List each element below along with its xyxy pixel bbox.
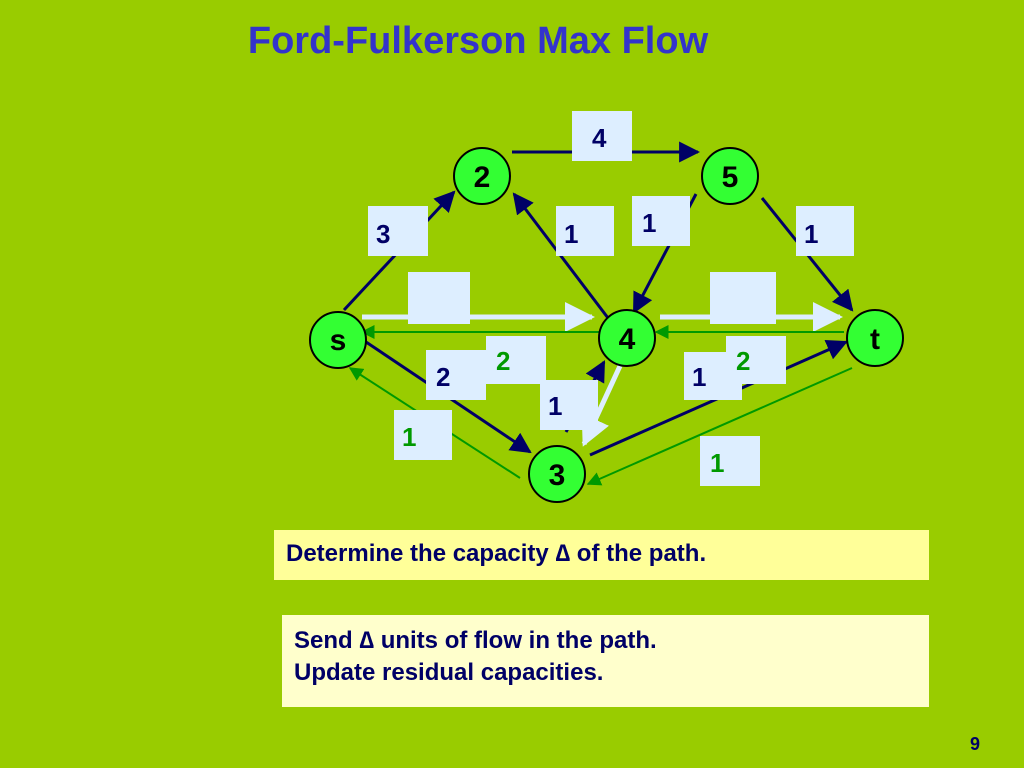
cap-label-3-s: 1 xyxy=(394,410,452,460)
node-label-t: t xyxy=(870,323,880,356)
cap-label-4-2: 1 xyxy=(556,206,614,256)
node-label-3: 3 xyxy=(549,459,566,492)
cap-text-3-s: 1 xyxy=(402,422,416,452)
cap-label-path-4-t xyxy=(710,272,776,324)
cap-label-path-s-4 xyxy=(408,272,470,324)
cap-label-5-t: 1 xyxy=(796,206,854,256)
cap-text-t-4: 2 xyxy=(736,346,750,376)
cap-text-3-4: 1 xyxy=(548,391,562,421)
cap-text-4-2: 1 xyxy=(564,219,578,249)
cap-label-4-s: 2 xyxy=(486,336,546,384)
cap-text-5-t: 1 xyxy=(804,219,818,249)
node-4: 4 xyxy=(598,309,656,367)
cap-text-s-3: 2 xyxy=(436,362,450,392)
cap-label-3-4: 1 xyxy=(540,380,598,430)
send-instruction-line-1: Send ∆ units of flow in the path. xyxy=(294,627,657,654)
cap-text-4-s: 2 xyxy=(496,346,510,376)
cap-label-s-2: 3 xyxy=(368,206,428,256)
node-label-5: 5 xyxy=(722,161,739,194)
node-s: s xyxy=(309,311,367,369)
node-5: 5 xyxy=(701,147,759,205)
path-edge-4-3 xyxy=(581,364,623,447)
node-2: 2 xyxy=(453,147,511,205)
send-instruction-line-2: Update residual capacities. xyxy=(294,659,604,686)
cap-text-s-2: 3 xyxy=(376,219,390,249)
node-label-s: s xyxy=(330,324,347,357)
cap-label-5-4: 1 xyxy=(632,196,690,246)
node-3: 3 xyxy=(528,445,586,503)
slide-title: Ford-Fulkerson Max Flow xyxy=(247,20,709,62)
cap-text-t-3: 1 xyxy=(710,448,724,478)
cap-text-2-5: 4 xyxy=(592,123,607,153)
capacity-instruction-box: Determine the capacity ∆ of the path. xyxy=(274,530,929,580)
node-label-4: 4 xyxy=(619,323,636,356)
cap-label-t-4: 2 xyxy=(726,336,786,384)
cap-label-s-3: 2 xyxy=(426,350,486,400)
node-label-2: 2 xyxy=(474,161,491,194)
cap-text-4-t: 1 xyxy=(692,362,706,392)
page-number: 9 xyxy=(969,734,980,754)
send-instruction-box: Send ∆ units of flow in the path. Update… xyxy=(282,615,929,707)
cap-label-2-5: 4 xyxy=(572,111,632,161)
capacity-instruction-text: Determine the capacity ∆ of the path. xyxy=(286,540,707,567)
cap-text-5-4: 1 xyxy=(642,208,656,238)
residual-edge-t-3 xyxy=(586,367,853,486)
cap-label-t-3: 1 xyxy=(700,436,760,486)
node-t: t xyxy=(846,309,904,367)
